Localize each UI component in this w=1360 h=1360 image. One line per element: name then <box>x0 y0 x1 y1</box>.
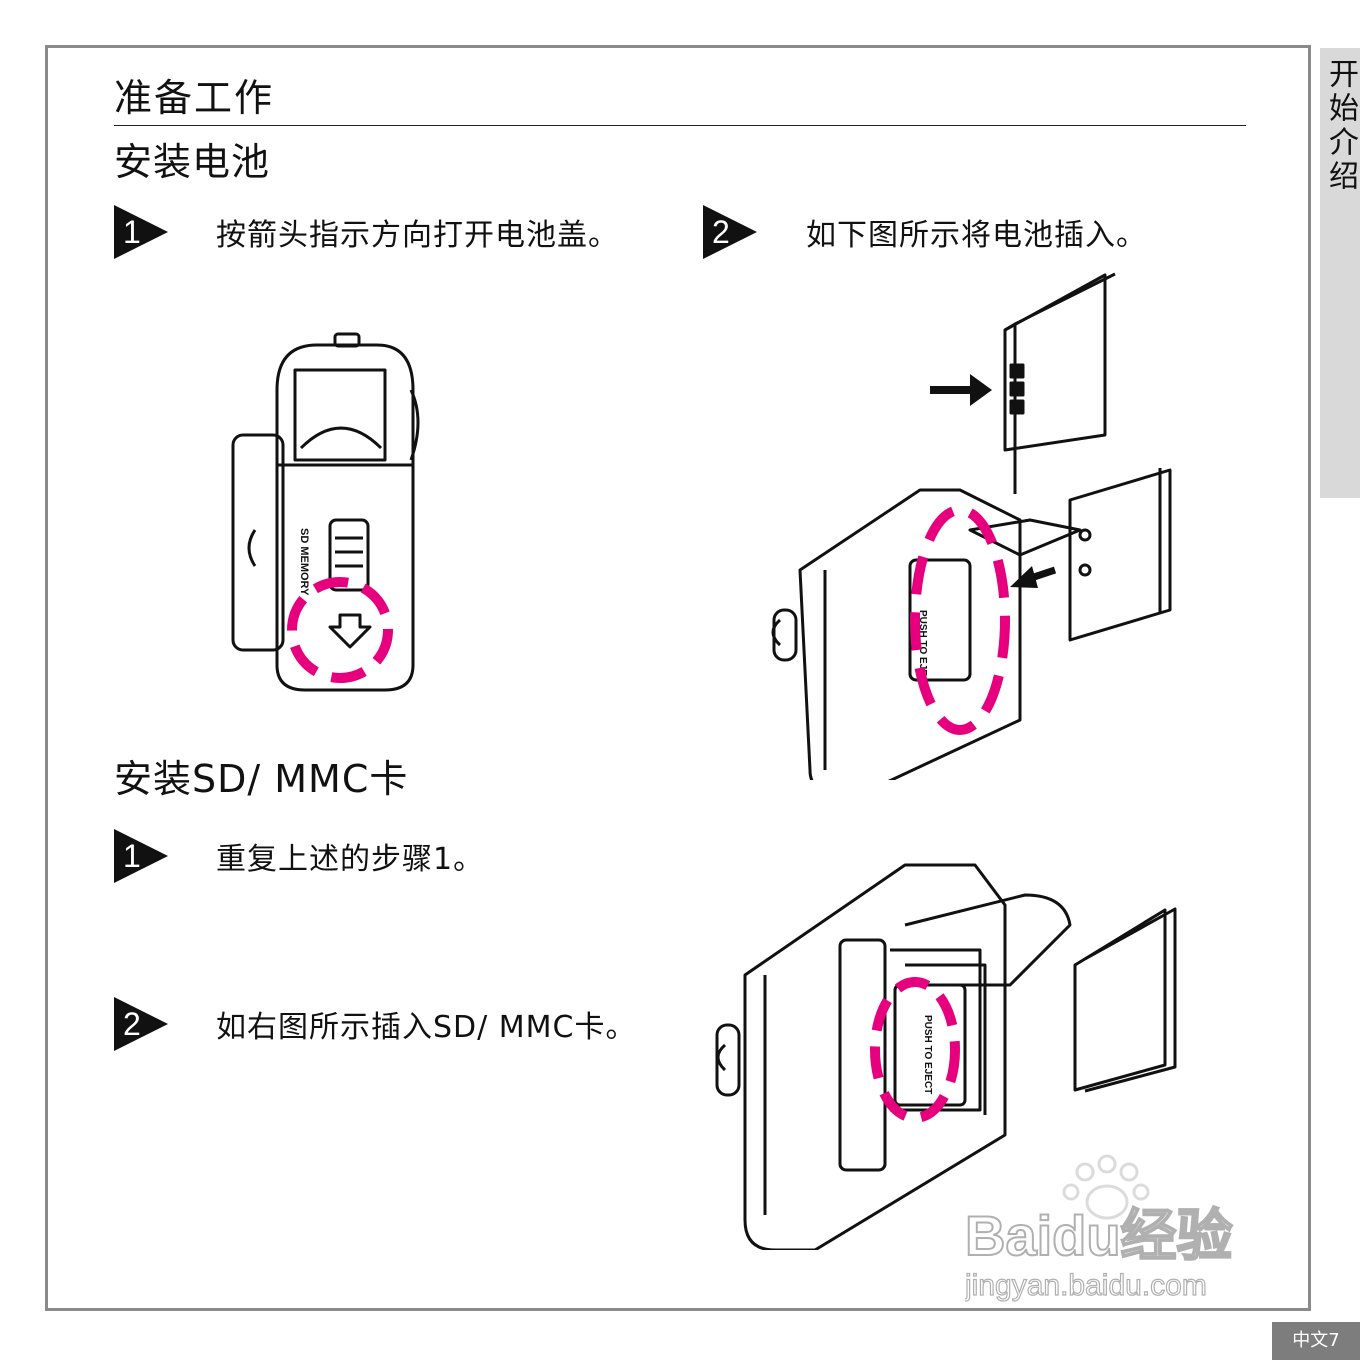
card-push-to-eject-label: PUSH TO EJECT <box>922 1015 933 1094</box>
battery-lock-highlight <box>287 577 393 683</box>
sd-card-insertion-illustration: PUSH TO EJECT <box>715 863 1177 1250</box>
card-step1-number: 1 <box>123 838 141 874</box>
battery-step1-text: 按箭头指示方向打开电池盖。 <box>216 218 619 253</box>
card-step2-marker: 2 <box>114 997 168 1051</box>
card-step1-marker: 1 <box>114 829 168 883</box>
side-section-tab-label: 开始介绍 <box>1323 58 1358 194</box>
battery-insertion-illustration: PUSH TO EJECT <box>771 272 1172 780</box>
battery-step2-marker: 2 <box>703 205 757 259</box>
watermark-brand: Baidu经验 <box>965 1204 1233 1267</box>
card-step1-text: 重复上述的步骤1。 <box>216 842 485 877</box>
page-title: 准备工作 <box>114 76 275 120</box>
battery-step1-marker: 1 <box>114 205 168 259</box>
title-divider <box>114 125 1246 126</box>
sd-slot-highlight <box>870 977 960 1123</box>
watermark-url: jingyan.baidu.com <box>965 1269 1207 1302</box>
page-frame <box>45 45 1311 1311</box>
battery-push-to-eject-label: PUSH TO EJECT <box>917 610 928 689</box>
battery-step2-text: 如下图所示将电池插入。 <box>806 218 1147 253</box>
card-heading: 安装SD/ MMC卡 <box>114 757 409 801</box>
side-section-tab[interactable]: 开始介绍 <box>1320 48 1360 498</box>
card-step2-text: 如右图所示插入SD/ MMC卡。 <box>216 1010 637 1045</box>
battery-step1-number: 1 <box>123 214 141 250</box>
battery-slot-highlight <box>910 505 1010 735</box>
card-step2-number: 2 <box>123 1006 141 1042</box>
sd-memory-label: SD MEMORY <box>298 528 310 596</box>
baidu-watermark: Baidu经验 jingyan.baidu.com <box>965 1154 1234 1303</box>
battery-step2-number: 2 <box>712 214 730 250</box>
page-number-badge: 中文7 <box>1272 1322 1360 1360</box>
paw-icon <box>1062 1154 1150 1220</box>
battery-heading: 安装电池 <box>114 140 271 184</box>
camera-battery-door-illustration: SD MEMORY <box>231 332 420 692</box>
